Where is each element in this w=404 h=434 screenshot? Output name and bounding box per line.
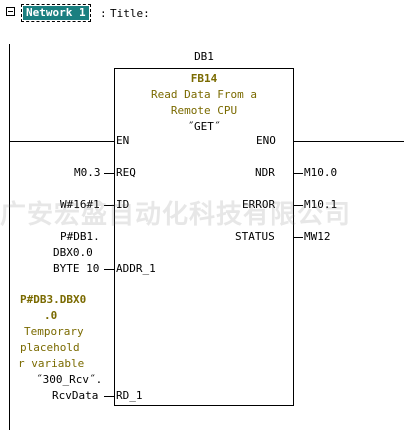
network-title-label[interactable]: Title:	[110, 7, 150, 20]
req-actual[interactable]: M0.3	[74, 166, 101, 179]
eno-wire	[294, 141, 404, 142]
pin-error: ERROR	[242, 198, 276, 211]
fb-number: FB14	[190, 72, 218, 85]
power-rail	[9, 44, 10, 430]
rd1-comment-note-line-2: placehold	[20, 341, 80, 354]
pin-rd1: RD_1	[116, 389, 143, 402]
function-block[interactable]	[114, 68, 294, 406]
fb-description-line-2: Remote CPU	[170, 104, 238, 117]
status-actual[interactable]: MW12	[304, 230, 331, 243]
rd1-actual-line-1[interactable]: ˝300_Rcv˝.	[36, 373, 103, 386]
rd1-wire	[104, 396, 114, 397]
fb-symbol: ˝GET˝	[187, 120, 221, 133]
req-wire	[104, 173, 114, 174]
rd1-comment-address-line-2: .0	[44, 309, 58, 322]
addr1-actual-line-1[interactable]: P#DB1.	[60, 230, 100, 243]
en-wire	[9, 141, 114, 142]
pin-ndr: NDR	[255, 166, 275, 179]
network-separator: :	[100, 7, 107, 20]
error-wire	[294, 205, 303, 206]
pin-req: REQ	[116, 166, 136, 179]
rd1-actual-line-2[interactable]: RcvData	[52, 389, 99, 402]
pin-addr1: ADDR_1	[116, 262, 156, 275]
addr1-actual-line-3[interactable]: BYTE 10	[53, 262, 100, 275]
ndr-actual[interactable]: M10.0	[304, 166, 338, 179]
watermark: 广安宏盛自动化科技有限公司	[0, 200, 352, 230]
id-wire	[104, 205, 114, 206]
network-label[interactable]: Network 1	[21, 4, 91, 22]
pin-eno: ENO	[256, 134, 276, 147]
id-actual[interactable]: W#16#1	[60, 198, 100, 211]
error-actual[interactable]: M10.1	[304, 198, 338, 211]
fb-description-line-1: Read Data From a	[151, 88, 257, 101]
collapse-toggle-icon[interactable]	[6, 7, 15, 16]
pin-status: STATUS	[235, 230, 275, 243]
ndr-wire	[294, 173, 303, 174]
pin-en: EN	[116, 134, 130, 147]
rd1-comment-address-line-1: P#DB3.DBX0	[20, 293, 87, 306]
pin-id: ID	[116, 198, 130, 211]
addr1-actual-line-2[interactable]: DBX0.0	[53, 246, 93, 259]
status-wire	[294, 237, 303, 238]
instance-db-label[interactable]: DB1	[194, 50, 214, 63]
rd1-comment-note-line-1: Temporary	[24, 325, 84, 338]
addr1-wire	[104, 269, 114, 270]
rd1-comment-note-line-3: r variable	[18, 357, 85, 370]
